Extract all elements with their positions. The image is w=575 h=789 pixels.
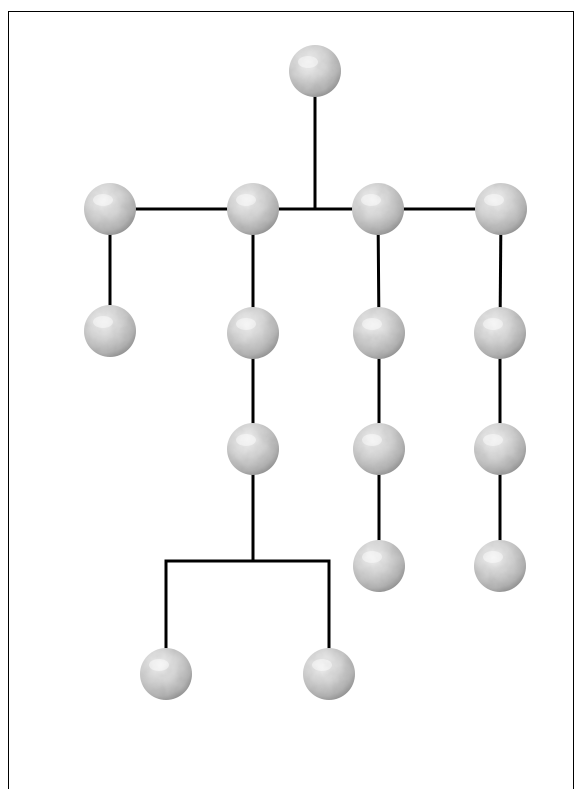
sphere-highlight — [93, 316, 113, 328]
sphere-highlight — [483, 434, 503, 446]
tree-node-b2-2 — [227, 423, 279, 475]
marble-sphere-icon — [140, 648, 192, 700]
marble-sphere-icon — [84, 305, 136, 357]
marble-sphere-icon — [84, 183, 136, 235]
marble-sphere-icon — [227, 183, 279, 235]
marble-sphere-icon — [353, 423, 405, 475]
sphere-highlight — [149, 659, 169, 671]
sphere-highlight — [236, 434, 256, 446]
marble-sphere-icon — [474, 540, 526, 592]
marble-sphere-icon — [353, 540, 405, 592]
sphere-highlight — [361, 194, 381, 206]
marble-sphere-icon — [353, 307, 405, 359]
sphere-highlight — [312, 659, 332, 671]
sphere-highlight — [483, 551, 503, 563]
tree-node-b2-1 — [227, 307, 279, 359]
tree-nodes — [84, 45, 527, 700]
tree-node-b4-2 — [474, 423, 526, 475]
tree-node-b1-1 — [84, 305, 136, 357]
diagram-frame — [8, 11, 574, 789]
sphere-highlight — [484, 194, 504, 206]
tree-edges — [108, 69, 503, 676]
marble-sphere-icon — [352, 183, 404, 235]
tree-node-b3 — [352, 183, 404, 235]
marble-sphere-icon — [475, 183, 527, 235]
sphere-highlight — [483, 318, 503, 330]
tree-node-b4 — [475, 183, 527, 235]
tree-node-b3-2 — [353, 423, 405, 475]
sphere-highlight — [298, 56, 318, 68]
sphere-highlight — [236, 318, 256, 330]
tree-node-b4-3 — [474, 540, 526, 592]
tree-node-root — [289, 45, 341, 97]
sphere-highlight — [362, 551, 382, 563]
marble-sphere-icon — [289, 45, 341, 97]
tree-node-b4-1 — [474, 307, 526, 359]
sphere-highlight — [236, 194, 256, 206]
tree-node-b3-1 — [353, 307, 405, 359]
marble-sphere-icon — [303, 648, 355, 700]
tree-node-b1 — [84, 183, 136, 235]
sphere-highlight — [362, 434, 382, 446]
sphere-highlight — [362, 318, 382, 330]
marble-sphere-icon — [474, 307, 526, 359]
tree-node-b3-3 — [353, 540, 405, 592]
marble-sphere-icon — [474, 423, 526, 475]
tree-node-b2-2-left — [140, 648, 192, 700]
marble-sphere-icon — [227, 423, 279, 475]
sphere-highlight — [93, 194, 113, 206]
marble-sphere-icon — [227, 307, 279, 359]
tree-node-b2 — [227, 183, 279, 235]
tree-node-b2-2-right — [303, 648, 355, 700]
